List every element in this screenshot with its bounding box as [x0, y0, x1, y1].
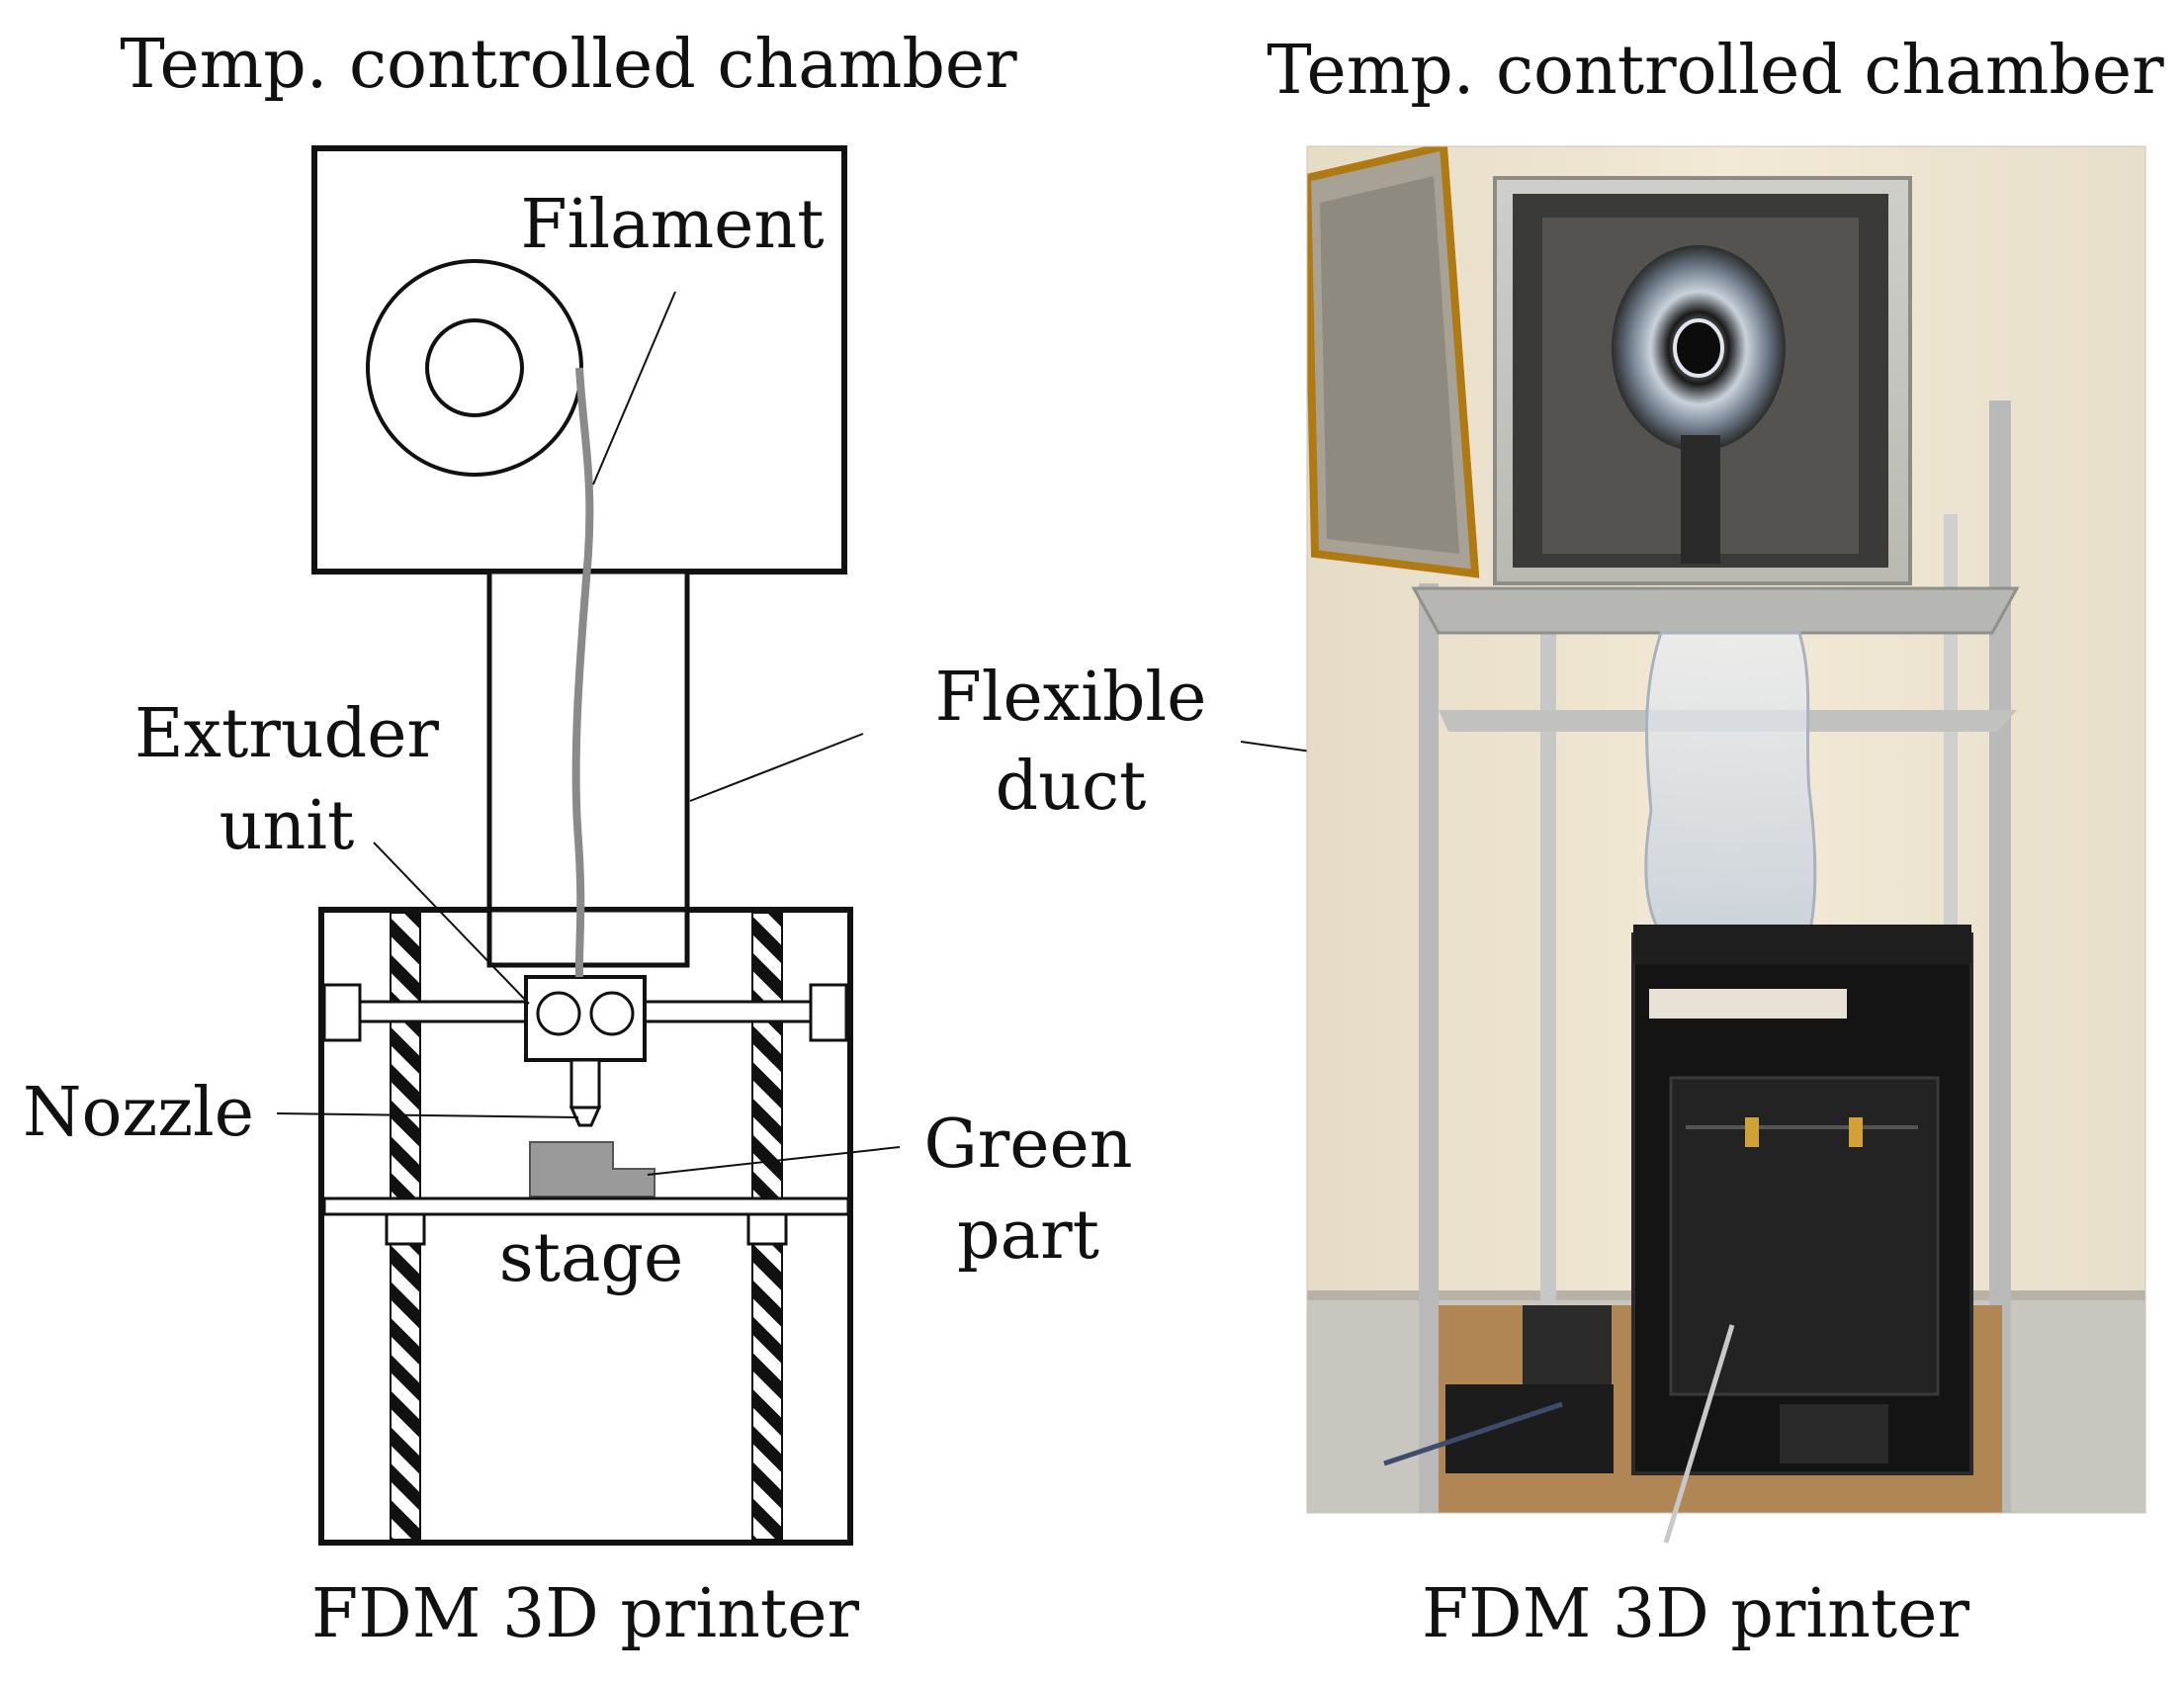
- label-extruder: Extruder: [134, 695, 439, 773]
- printer-top: [1633, 925, 1971, 964]
- schematic-diagram: Temp. controlled chamber: [23, 26, 1133, 1653]
- label-nozzle: Nozzle: [23, 1074, 254, 1152]
- label-extruder-unit: unit: [219, 787, 355, 865]
- stage: [322, 1197, 850, 1216]
- chamber-door-panel: [1320, 176, 1459, 554]
- duct-leader-left: [689, 733, 864, 802]
- nozzle-body: [569, 1058, 601, 1109]
- extruder-leader: [373, 842, 530, 1005]
- stage-mount-left: [385, 1212, 426, 1246]
- left-caption: FDM 3D printer: [311, 1575, 859, 1653]
- printer-base-drawer: [1780, 1404, 1888, 1463]
- printer-head-left: [1745, 1117, 1759, 1147]
- label-stage: stage: [499, 1219, 684, 1297]
- duct-callout: Flexible duct: [935, 659, 1702, 826]
- right-chamber-title: Temp. controlled chamber: [1267, 32, 2164, 110]
- filament: [571, 367, 594, 978]
- gantry-block-right: [809, 983, 848, 1042]
- duct: [486, 569, 690, 968]
- photo-controller-top: [1523, 1305, 1612, 1384]
- printer-window: [1669, 1076, 1940, 1396]
- extruder-gear-left: [536, 991, 581, 1036]
- rack-shelf-top: [1411, 586, 2020, 635]
- photo-controller: [1445, 1384, 1614, 1473]
- right-caption: FDM 3D printer: [1422, 1575, 1969, 1653]
- printer-warning-sticker: [1649, 989, 1847, 1019]
- left-chamber-title: Temp. controlled chamber: [120, 26, 1017, 104]
- rack-post-left: [1419, 583, 1439, 1513]
- nozzle-tip: [568, 1106, 602, 1127]
- green-part: [529, 1141, 655, 1197]
- spool-inner: [425, 318, 524, 417]
- printer-leader: [1663, 1324, 1735, 1544]
- extruder-gear-right: [589, 991, 635, 1036]
- label-part: part: [957, 1197, 1099, 1275]
- photo-border: [1306, 145, 2146, 1514]
- green-part-leader: [647, 1146, 901, 1176]
- nozzle-leader: [276, 1112, 579, 1118]
- duct-inner-bottom: [486, 907, 690, 968]
- filament-leader: [592, 291, 676, 486]
- photo: [1306, 145, 2146, 1544]
- label-duct: duct: [996, 748, 1147, 826]
- label-green: Green: [923, 1106, 1132, 1184]
- photo-duct: [1644, 631, 1817, 936]
- rack-post-right: [1989, 400, 2011, 1513]
- label-flexible: Flexible: [935, 659, 1207, 737]
- spool-holder: [1681, 435, 1720, 564]
- label-filament: Filament: [520, 186, 824, 264]
- printer-head-right: [1849, 1117, 1863, 1147]
- gantry-block-left: [322, 983, 362, 1042]
- photo-cable: [1383, 1401, 1563, 1466]
- rack-post-mid: [1540, 633, 1556, 1503]
- stage-mount-right: [746, 1212, 788, 1246]
- photo-spool-hub: [1673, 318, 1724, 378]
